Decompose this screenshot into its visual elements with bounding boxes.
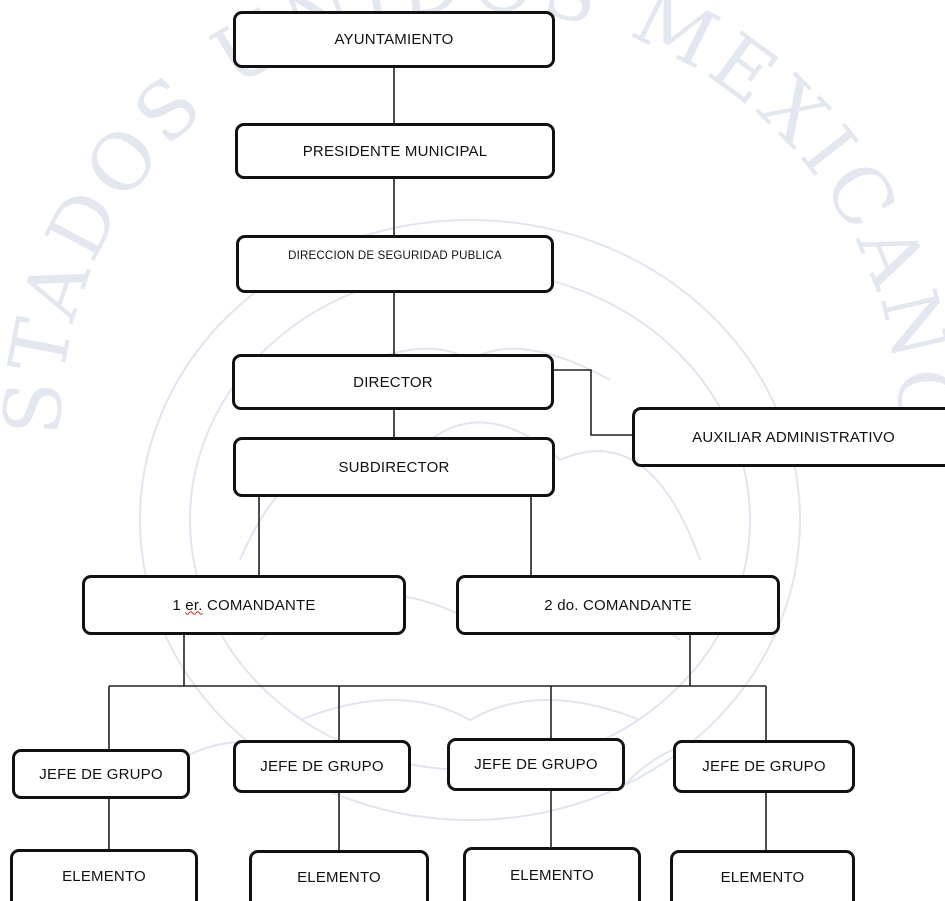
box-comandante-1: 1 er. COMANDANTE — [82, 575, 406, 635]
box-jefe-grupo-2: JEFE DE GRUPO — [233, 740, 411, 793]
comandante-1-mark: er. — [185, 596, 203, 614]
box-presidente-municipal: PRESIDENTE MUNICIPAL — [235, 123, 555, 179]
label-presidente-municipal: PRESIDENTE MUNICIPAL — [302, 142, 488, 160]
box-elemento-2: ELEMENTO — [249, 850, 429, 901]
box-elemento-3: ELEMENTO — [463, 847, 641, 901]
box-jefe-grupo-3: JEFE DE GRUPO — [447, 738, 625, 791]
box-auxiliar-administrativo: AUXILIAR ADMINISTRATIVO — [632, 407, 945, 467]
label-comandante-2: 2 do. COMANDANTE — [544, 596, 692, 614]
comandante-1-suffix: COMANDANTE — [202, 596, 316, 614]
label-ayuntamiento: AYUNTAMIENTO — [334, 31, 454, 48]
label-subdirector: SUBDIRECTOR — [338, 458, 450, 476]
box-comandante-2: 2 do. COMANDANTE — [456, 575, 780, 635]
box-director: DIRECTOR — [232, 354, 554, 410]
label-elemento-2: ELEMENTO — [297, 868, 381, 886]
box-direccion-seguridad: DIRECCION DE SEGURIDAD PUBLICA — [236, 235, 554, 293]
label-direccion-seguridad: DIRECCION DE SEGURIDAD PUBLICA — [288, 250, 502, 262]
label-auxiliar-administrativo: AUXILIAR ADMINISTRATIVO — [692, 428, 895, 446]
box-subdirector: SUBDIRECTOR — [233, 437, 555, 497]
label-jefe-grupo-1: JEFE DE GRUPO — [39, 765, 163, 783]
label-elemento-4: ELEMENTO — [720, 868, 805, 886]
box-elemento-4: ELEMENTO — [670, 850, 855, 901]
label-jefe-grupo-2: JEFE DE GRUPO — [260, 758, 384, 775]
box-jefe-grupo-4: JEFE DE GRUPO — [673, 740, 855, 793]
label-jefe-grupo-3: JEFE DE GRUPO — [474, 756, 598, 773]
label-comandante-1: 1 er. COMANDANTE — [172, 597, 315, 614]
label-director: DIRECTOR — [353, 373, 433, 391]
box-ayuntamiento: AYUNTAMIENTO — [233, 11, 555, 68]
box-jefe-grupo-1: JEFE DE GRUPO — [12, 749, 190, 799]
box-elemento-1: ELEMENTO — [10, 849, 198, 901]
label-elemento-1: ELEMENTO — [62, 868, 146, 885]
comandante-1-prefix: 1 — [172, 596, 186, 614]
label-jefe-grupo-4: JEFE DE GRUPO — [702, 758, 826, 775]
label-elemento-3: ELEMENTO — [510, 867, 594, 884]
